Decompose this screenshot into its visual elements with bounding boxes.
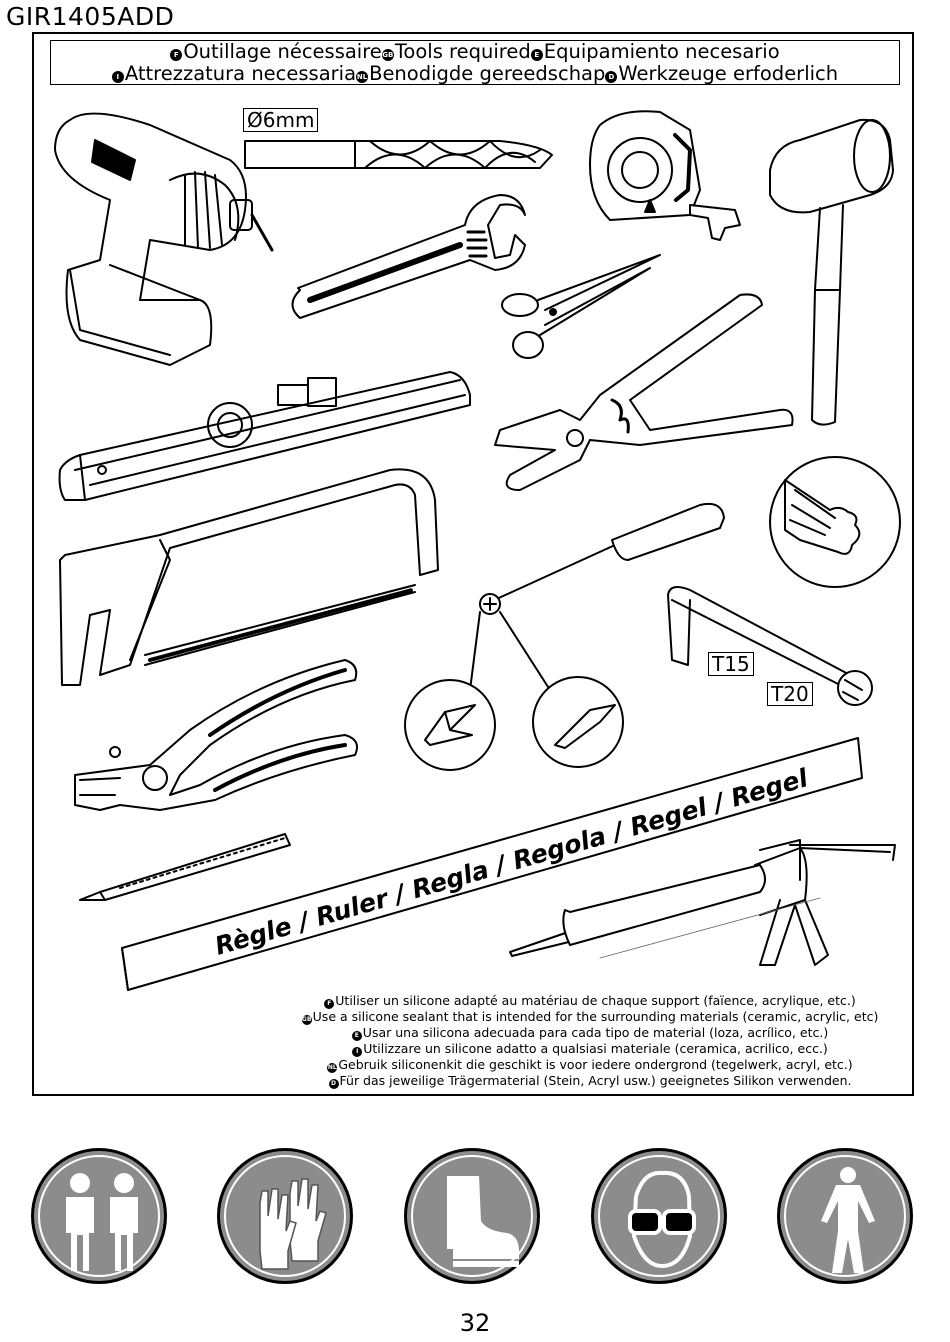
note-text-de: Für das jeweilige Trägermaterial (Stein,… xyxy=(339,1073,852,1088)
flag-nl-icon: NL xyxy=(327,1063,338,1073)
tape-measure-icon xyxy=(589,110,741,241)
header-text-it: Attrezzatura necessaria xyxy=(124,62,357,85)
note-gb: GBUse a silicone sealant that is intende… xyxy=(250,1009,930,1025)
phillips-tip-zoom-icon xyxy=(404,679,496,771)
ruler-label: Règle / Ruler / Regla / Regola / Regel /… xyxy=(212,763,812,961)
decorative-guide-lines xyxy=(599,897,821,959)
note-text-it: Utilizzare un silicone adatto a qualsias… xyxy=(363,1041,828,1056)
flag-it-icon: I xyxy=(111,71,124,83)
flag-it-icon: I xyxy=(352,1047,363,1057)
cordless-drill-icon xyxy=(54,112,274,366)
pencil-icon xyxy=(79,833,291,901)
mallet-icon xyxy=(769,118,894,426)
flag-de-icon: D xyxy=(328,1079,339,1089)
ruler-icon xyxy=(121,737,863,991)
adjustable-wrench-icon xyxy=(291,194,526,319)
pliers-icon xyxy=(74,659,358,811)
flat-tip-zoom-icon xyxy=(532,676,624,768)
safety-boots-icon xyxy=(404,1148,540,1284)
model-number: GIR1405ADD xyxy=(6,2,175,31)
screwdriver-icon xyxy=(469,502,725,691)
tin-snips-icon xyxy=(494,293,794,491)
note-text-nl: Gebruik siliconenkit die geschikt is voo… xyxy=(338,1057,853,1072)
page-number: 32 xyxy=(459,1309,491,1337)
spirit-level-icon xyxy=(58,371,471,501)
hacksaw-icon xyxy=(59,468,439,686)
header-text-nl: Benodigde gereedschap xyxy=(369,62,606,85)
safety-goggles-icon xyxy=(591,1148,727,1284)
torx-t15-label: T15 xyxy=(708,652,754,676)
two-persons-icon xyxy=(31,1148,167,1284)
drill-bit-size-label: Ø6mm xyxy=(243,108,319,132)
tools-frame xyxy=(32,32,914,1096)
note-text-gb: Use a silicone sealant that is intended … xyxy=(312,1009,879,1024)
header-text-de: Werkzeuge erfoderlich xyxy=(618,62,839,85)
note-text-es: Usar una silicona adecuada para cada tip… xyxy=(362,1025,829,1040)
flag-es-icon: E xyxy=(351,1031,362,1041)
flag-gb-icon: GB xyxy=(381,49,394,61)
flag-de-icon: D xyxy=(605,71,618,83)
torx-key-icon xyxy=(667,456,901,706)
note-text-fr: Utiliser un silicone adapté au matériau … xyxy=(335,993,856,1008)
protective-coverall-icon xyxy=(777,1148,913,1284)
flag-fr-icon: F xyxy=(170,49,183,61)
header-text-fr: Outillage nécessaire xyxy=(183,40,382,63)
header-text-es: Equipamiento necesario xyxy=(543,40,780,63)
drill-bit-icon xyxy=(244,140,553,169)
flag-fr-icon: F xyxy=(324,999,335,1009)
gloves-icon xyxy=(217,1148,353,1284)
caulk-gun-icon xyxy=(509,839,896,966)
flag-es-icon: E xyxy=(530,49,543,61)
header-text-gb: Tools required xyxy=(394,40,531,63)
flag-nl-icon: NL xyxy=(356,71,369,83)
torx-t20-label: T20 xyxy=(767,682,813,706)
flag-gb-icon: GB xyxy=(301,1015,312,1025)
scissors-icon xyxy=(501,254,661,359)
